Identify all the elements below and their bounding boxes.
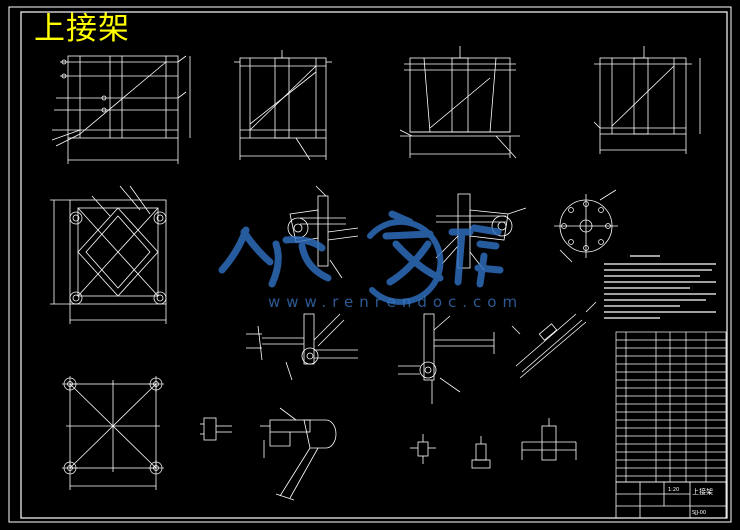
joint-detail-1 [287,185,359,279]
part-detail-small-4 [521,418,577,461]
elevation-view-1 [51,55,191,164]
title-block-scale: 1:20 [668,487,680,493]
joint-detail-4 [398,313,495,404]
drawing-frame [8,6,732,523]
drawing-title: 上接架 [34,11,130,47]
joint-detail-3 [246,313,358,381]
elevation-view-3 [399,46,520,159]
title-block-drawing-number: SJJ-00 [692,510,707,516]
technical-notes [604,255,716,319]
title-block-name: 上接架 [692,488,713,496]
watermark-logo [218,210,504,305]
brace-detail [511,301,597,379]
plan-view [50,185,167,324]
part-detail-small-2 [410,434,436,464]
title-block [615,481,727,519]
part-detail-small-1 [200,417,232,441]
anchor-plan-view [62,376,164,490]
part-detail-small-3 [471,436,491,469]
flange-detail [554,189,618,263]
bracket-detail [260,407,337,501]
watermark-url: www.renrendoc.com [268,293,524,311]
elevation-view-2 [234,50,332,161]
parts-list-table [615,331,727,483]
elevation-view-4 [593,46,701,154]
